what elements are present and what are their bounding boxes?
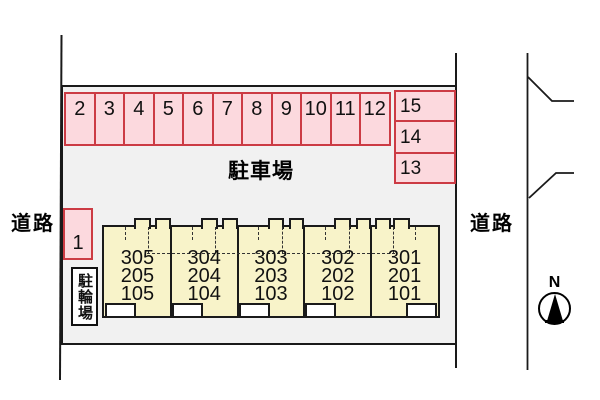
roof-tab [393, 217, 410, 229]
unit-wall [169, 227, 172, 316]
entry-porch [105, 303, 136, 316]
road-branch-lower [528, 172, 574, 199]
dashed-line-short [124, 227, 126, 240]
room-number-105: 105 [120, 283, 155, 305]
entry-porch [171, 303, 203, 316]
roof-tab [200, 217, 218, 229]
parking-space-5: 5 [152, 92, 184, 146]
bicycle-parking-label: 駐輪場 [76, 272, 93, 321]
roof-tab [267, 217, 285, 229]
road-branch-upper [527, 76, 574, 102]
entry-porch [305, 303, 337, 316]
parking-space-10: 10 [300, 92, 332, 146]
room-number-201: 201 [387, 265, 422, 287]
parking-space-11: 11 [329, 92, 361, 146]
dashed-line-horizontal [147, 253, 395, 254]
entry-porch [406, 303, 437, 316]
parking-space-1: 1 [63, 208, 93, 260]
dashed-line-short [415, 227, 417, 240]
dashed-line-long [148, 227, 150, 253]
roof-tab [134, 217, 151, 229]
unit-wall [236, 227, 239, 316]
compass-icon [538, 292, 571, 325]
room-number-103: 103 [254, 283, 288, 305]
dashed-line-short [191, 227, 193, 240]
parking-space-15: 15 [394, 90, 456, 122]
roof-tab [374, 217, 392, 229]
parking-area-label: 駐車場 [228, 160, 294, 183]
parking-space-6: 6 [182, 92, 214, 146]
roof-tab [334, 217, 352, 229]
unit-wall [303, 227, 306, 316]
room-number-302: 302 [321, 247, 355, 269]
compass-needle-icon [546, 293, 563, 321]
room-number-304: 304 [187, 247, 221, 269]
parking-space-12: 12 [359, 92, 391, 146]
parking-space-14: 14 [394, 120, 456, 154]
compass-base-icon [545, 320, 564, 323]
roof-tab [222, 217, 238, 229]
room-number-204: 204 [187, 265, 221, 287]
room-number-301: 301 [387, 247, 422, 269]
parking-space-4: 4 [123, 92, 155, 146]
roof-tab [355, 217, 372, 229]
room-number-303: 303 [254, 247, 288, 269]
dashed-line-short [258, 227, 260, 240]
room-number-102: 102 [321, 283, 355, 305]
roof-tab [155, 217, 171, 229]
room-number-104: 104 [187, 283, 221, 305]
unit-wall [370, 227, 373, 316]
compass-north-label: N [548, 274, 561, 291]
dashed-line-short [325, 227, 327, 240]
entry-porch [238, 303, 270, 316]
road-label-right: 道路 [470, 213, 514, 235]
dashed-line-long [348, 227, 350, 253]
room-number-205: 205 [120, 265, 155, 287]
bicycle-parking-box: 駐輪場 [71, 267, 98, 326]
dashed-line-long [214, 227, 216, 253]
dashed-line-long [281, 227, 283, 253]
dashed-line-long [393, 227, 395, 253]
room-number-203: 203 [254, 265, 288, 287]
parking-space-7: 7 [211, 92, 243, 146]
roof-tab [289, 217, 305, 229]
road-label-left: 道路 [11, 213, 55, 235]
parking-space-2: 2 [64, 92, 96, 146]
parking-space-13: 13 [394, 152, 456, 184]
room-number-101: 101 [387, 283, 422, 305]
parking-space-3: 3 [93, 92, 125, 146]
parking-space-9: 9 [270, 92, 302, 146]
parking-space-8: 8 [241, 92, 273, 146]
room-number-202: 202 [321, 265, 355, 287]
room-number-305: 305 [120, 247, 155, 269]
